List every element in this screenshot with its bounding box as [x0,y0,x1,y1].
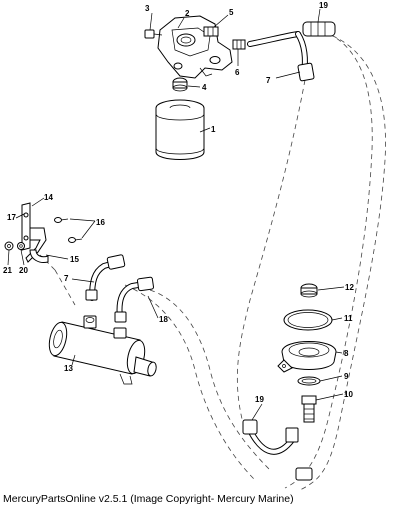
callout-7-upper: 7 [266,76,271,85]
callout-5: 5 [229,8,234,17]
callout-17: 17 [7,213,16,222]
callout-2: 2 [185,9,190,18]
lower-hose-19 [242,419,313,481]
callout-16: 16 [96,218,105,227]
hose-routing-lines [39,27,386,491]
cooler-hose-18 [114,276,154,323]
callout-4: 4 [202,83,207,92]
oil-filter-adapter [157,15,233,79]
callout-6: 6 [235,68,240,77]
callout-13: 13 [64,364,73,373]
callout-12: 12 [345,283,354,292]
oil-filter [155,99,205,160]
washers-20-21 [4,241,25,251]
callout-18: 18 [159,315,168,324]
fitting-5 [203,26,219,37]
callout-19-lower: 19 [255,395,264,404]
upper-hoses [247,21,336,82]
gasket-9 [297,376,321,386]
filter-cap-12 [300,283,318,298]
copyright-footer: MercuryPartsOnline v2.5.1 (Image Copyrig… [3,493,294,505]
bolt-3 [144,29,163,39]
oil-cooler [48,315,157,385]
callout-10: 10 [344,390,353,399]
callout-7-lower: 7 [64,274,69,283]
seal-ring-11 [283,309,333,331]
callout-14: 14 [44,193,53,202]
callout-11: 11 [344,314,353,323]
cooler-hose-7 [85,254,126,301]
filter-base-8 [277,341,337,373]
leader-lines [7,8,345,421]
callout-labels: 1 2 3 4 5 6 7 7 8 9 10 11 12 13 14 15 16… [3,1,354,404]
callout-1: 1 [211,125,216,134]
callout-8: 8 [344,349,349,358]
fitting-6 [232,39,246,50]
callout-20: 20 [19,266,28,275]
fitting-10 [301,395,317,423]
adapter-nipple-4 [172,77,188,92]
screws-16 [54,217,83,243]
callout-21: 21 [3,266,12,275]
callout-15: 15 [70,255,79,264]
mounting-bracket [21,202,49,263]
callout-19-upper: 19 [319,1,328,10]
callout-3: 3 [145,4,150,13]
callout-9: 9 [344,372,349,381]
